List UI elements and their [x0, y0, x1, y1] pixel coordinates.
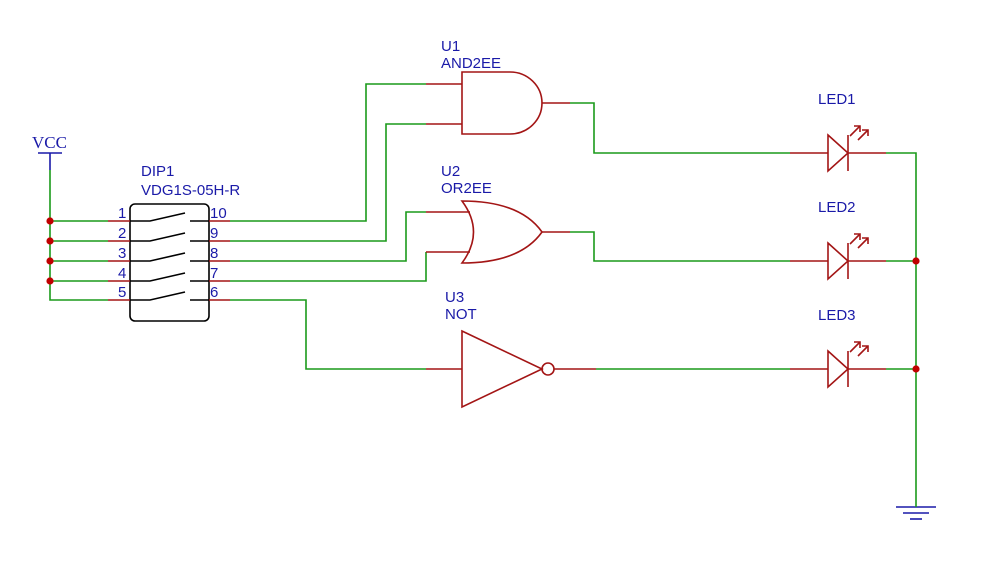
dip-switch-contacts — [130, 212, 209, 301]
led-emission-arrows-icon — [849, 125, 869, 141]
vcc-bus-wire — [49, 170, 108, 301]
led-1: LED1 — [790, 91, 886, 173]
pin-number: 5 — [118, 284, 126, 301]
and-gate-u1: U1 AND2EE — [426, 38, 570, 135]
led1-ref-label: LED1 — [818, 91, 856, 108]
or-gate-u2: U2 OR2EE — [426, 163, 570, 264]
wire-pin7-u2b — [230, 252, 427, 282]
dip-pin-stubs — [108, 220, 230, 301]
wire-pin8-u2a — [230, 211, 426, 262]
dip-ref-label: DIP1 — [141, 163, 174, 180]
u3-value-label: NOT — [445, 306, 477, 323]
wire-u2-led2 — [570, 231, 790, 262]
u2-ref-label: U2 — [441, 163, 460, 180]
pin-number: 8 — [210, 245, 218, 262]
dip-value-label: VDG1S-05H-R — [141, 182, 240, 199]
led2-ref-label: LED2 — [818, 199, 856, 216]
junction-dot — [912, 257, 920, 265]
led-emission-arrows-icon — [849, 233, 869, 249]
junction-dot — [912, 365, 920, 373]
led-2: LED2 — [790, 199, 886, 281]
pin-number: 1 — [118, 205, 126, 222]
pin-number: 2 — [118, 225, 126, 242]
wire-pin9-u1b — [230, 123, 426, 242]
pin-number: 9 — [210, 225, 218, 242]
ground-icon — [896, 492, 936, 520]
vcc-symbol: VCC — [32, 133, 67, 170]
led3-ref-label: LED3 — [818, 307, 856, 324]
pin-number: 4 — [118, 265, 126, 282]
u1-ref-label: U1 — [441, 38, 460, 55]
wire-u1-led1 — [570, 102, 790, 154]
dip-body — [129, 203, 210, 322]
u2-value-label: OR2EE — [441, 180, 492, 197]
vcc-label: VCC — [32, 133, 67, 152]
junction-dot — [46, 237, 54, 245]
dip-right-pin-numbers: 10 9 8 7 6 — [210, 205, 227, 301]
dip-switch: DIP1 VDG1S-05H-R 1 2 3 4 5 10 9 8 7 6 — [108, 163, 240, 322]
wires — [49, 83, 917, 492]
wire-pin10-u1a — [230, 83, 426, 222]
led-emission-arrows-icon — [849, 341, 869, 357]
wire-pin6-u3 — [230, 299, 426, 370]
junctions — [46, 217, 920, 373]
junction-dot — [46, 217, 54, 225]
not-gate-u3: U3 NOT — [426, 289, 596, 409]
u1-value-label: AND2EE — [441, 55, 501, 72]
pin-number: 3 — [118, 245, 126, 262]
ground-bus-wire — [886, 152, 917, 492]
pin-number: 10 — [210, 205, 227, 222]
pin-number: 6 — [210, 284, 218, 301]
led-3: LED3 — [790, 307, 886, 389]
u3-ref-label: U3 — [445, 289, 464, 306]
pin-number: 7 — [210, 265, 218, 282]
junction-dot — [46, 277, 54, 285]
junction-dot — [46, 257, 54, 265]
dip-left-pin-numbers: 1 2 3 4 5 — [118, 205, 126, 301]
